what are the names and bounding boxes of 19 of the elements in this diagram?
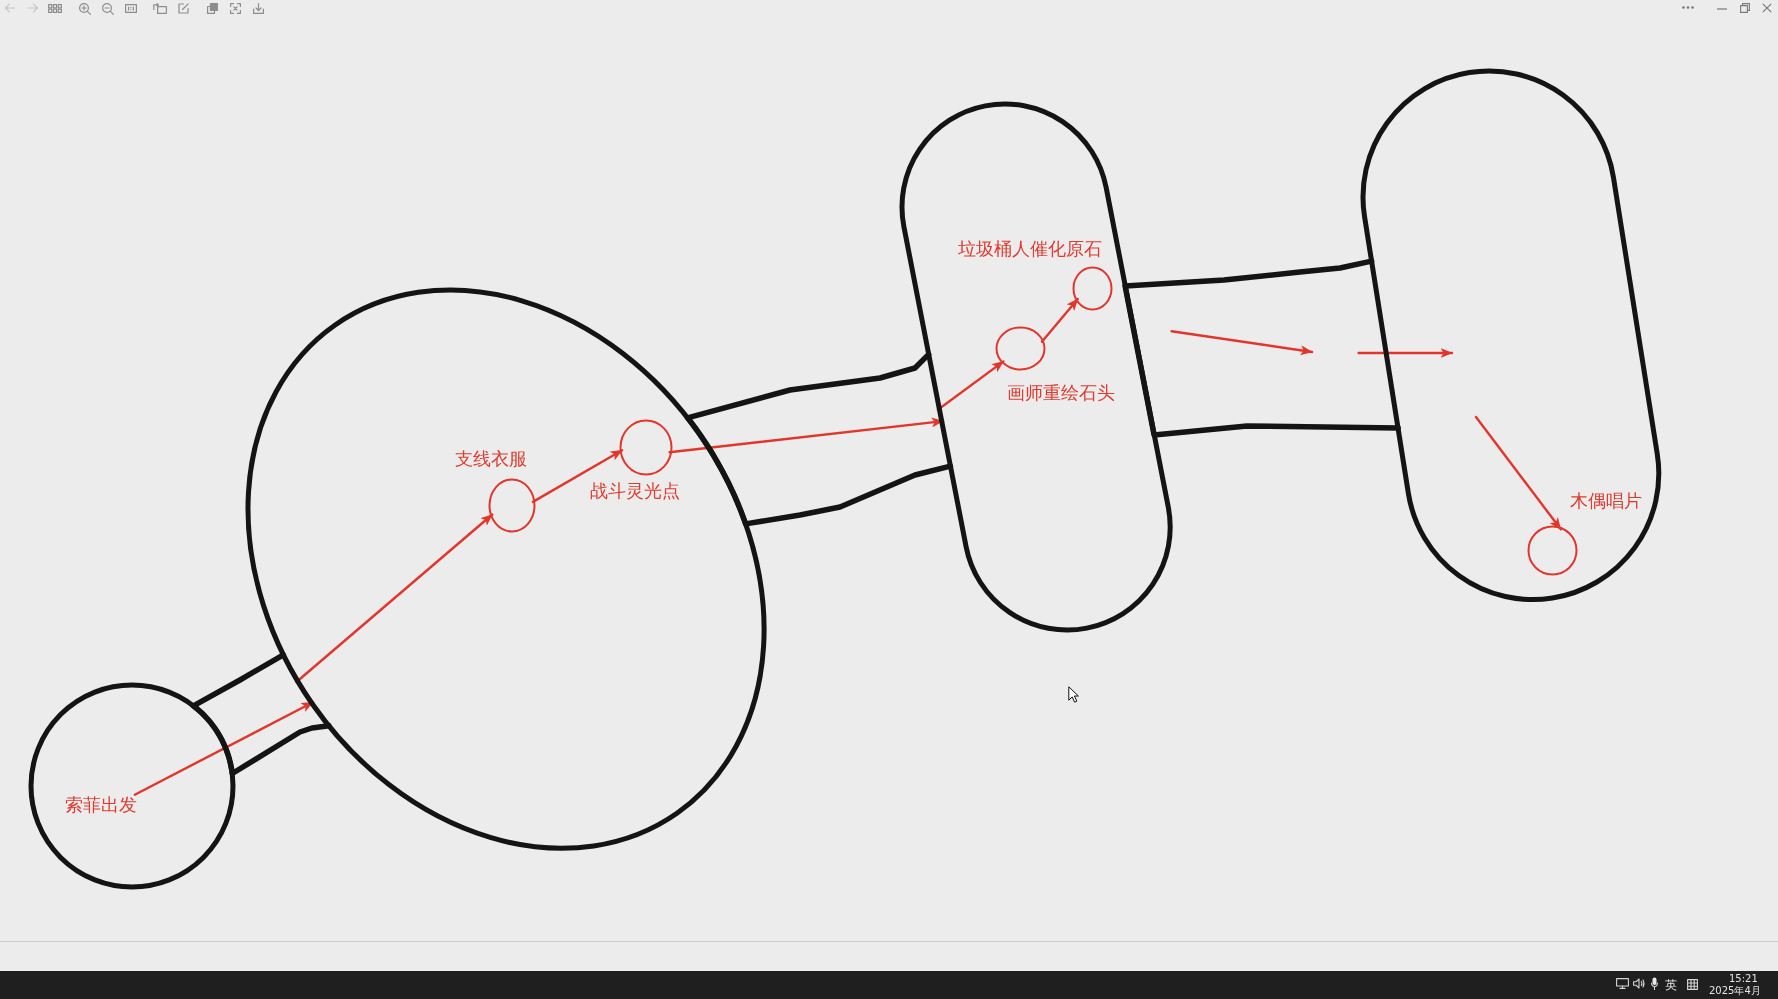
- clock-time: 15:21: [1729, 973, 1758, 985]
- location-label: 画师重绘石头: [1007, 382, 1115, 404]
- arrow: [531, 449, 624, 504]
- arrow: [1040, 297, 1079, 343]
- arrow: [1474, 415, 1562, 531]
- clock-date: 2025年4月: [1709, 985, 1761, 997]
- input-language-label: 英: [1665, 978, 1677, 993]
- start-label: 索菲出发: [65, 794, 137, 816]
- arrow: [295, 513, 494, 684]
- chamber-capsule: [1360, 67, 1662, 603]
- corridor-walls: [1122, 258, 1401, 438]
- chamber-circle: [28, 682, 236, 890]
- location-label: 垃圾桶人催化原石: [958, 238, 1102, 260]
- location-label: 木偶唱片: [1570, 490, 1642, 512]
- chamber-oval: [244, 286, 768, 852]
- location-label: 支线衣服: [455, 448, 527, 470]
- arrow: [1357, 348, 1454, 358]
- chamber-capsule: [898, 101, 1174, 633]
- location-label: 战斗灵光点: [590, 480, 680, 502]
